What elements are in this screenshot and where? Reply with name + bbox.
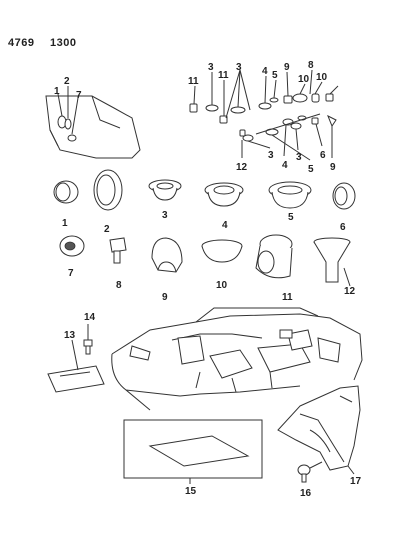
label-part-14: 14 xyxy=(84,312,96,323)
part-15-pad xyxy=(123,419,263,484)
label-top-2: 2 xyxy=(64,76,70,87)
part-3-grommet xyxy=(148,179,182,201)
label-part-8: 8 xyxy=(116,280,122,291)
car-body-sketch xyxy=(111,307,363,411)
part-7-grommet xyxy=(59,235,85,257)
label-part-12: 12 xyxy=(344,286,356,297)
label-part-11: 11 xyxy=(282,292,293,303)
label-tr-3c: 3 xyxy=(268,150,274,161)
panel-hole-7 xyxy=(67,134,77,142)
part-2-oval-plug xyxy=(93,169,123,211)
dash-panel-sketch xyxy=(45,86,141,159)
label-top-7: 7 xyxy=(76,90,82,101)
label-tr-8: 8 xyxy=(308,60,314,71)
label-tr-3d: 3 xyxy=(296,152,302,163)
label-tr-9b: 9 xyxy=(330,162,336,173)
part-13-mat xyxy=(47,339,105,393)
floor-plug-cluster xyxy=(189,69,339,161)
part-1-plug xyxy=(53,180,79,204)
diagram-code-right: 1300 xyxy=(50,37,76,49)
part-10-cap xyxy=(201,239,243,263)
part-9-cap xyxy=(151,237,183,273)
label-part-6: 6 xyxy=(340,222,346,233)
label-part-16: 16 xyxy=(300,488,312,499)
label-part-15: 15 xyxy=(185,486,197,497)
label-tr-9a: 9 xyxy=(284,62,290,73)
part-16-screw xyxy=(297,461,323,483)
label-part-10: 10 xyxy=(216,280,228,291)
label-part-1: 1 xyxy=(62,218,68,229)
part-6-plug xyxy=(332,182,356,210)
label-part-2: 2 xyxy=(104,224,110,235)
part-5-grommet xyxy=(268,181,312,209)
label-tr-3b: 3 xyxy=(236,62,242,73)
panel-hole-2 xyxy=(64,118,72,130)
part-8-clip xyxy=(109,237,127,264)
label-tr-6: 6 xyxy=(320,150,326,161)
label-tr-11a: 11 xyxy=(188,76,199,87)
label-tr-10b: 10 xyxy=(316,72,328,83)
part-11-boot xyxy=(255,234,293,279)
label-part-7: 7 xyxy=(68,268,74,279)
label-tr-4b: 4 xyxy=(282,160,288,171)
label-tr-5a: 5 xyxy=(272,70,278,81)
label-tr-10a: 10 xyxy=(298,74,310,85)
part-4-grommet xyxy=(204,182,244,207)
part-14-clip xyxy=(83,324,93,355)
label-tr-12: 12 xyxy=(236,162,248,173)
label-part-4: 4 xyxy=(222,220,228,231)
part-12-funnel xyxy=(313,237,351,287)
label-part-13: 13 xyxy=(64,330,76,341)
label-tr-5b: 5 xyxy=(308,164,314,175)
part-17-wheelhouse-shield xyxy=(277,385,361,475)
label-tr-3a: 3 xyxy=(208,62,214,73)
label-part-3: 3 xyxy=(162,210,168,221)
label-part-17: 17 xyxy=(350,476,362,487)
diagram-code-left: 4769 xyxy=(8,37,34,49)
label-top-1: 1 xyxy=(54,86,60,97)
label-part-9: 9 xyxy=(162,292,168,303)
label-part-5: 5 xyxy=(288,212,294,223)
label-tr-11b: 11 xyxy=(218,70,229,81)
label-tr-4a: 4 xyxy=(262,66,268,77)
